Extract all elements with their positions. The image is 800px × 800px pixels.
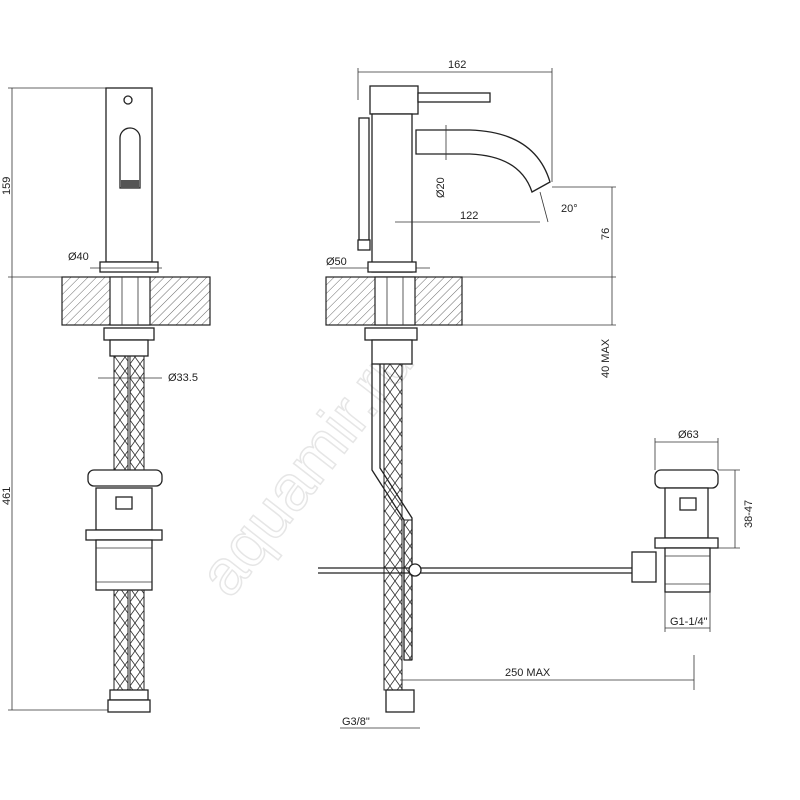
side-view [318,68,740,729]
dimension-76: 76 [600,228,612,240]
dimension-162: 162 [448,59,466,71]
dimension-diameter-50: Ø50 [326,256,347,268]
dimension-461: 461 [1,487,13,505]
dimension-diameter-20: Ø20 [435,177,447,198]
dimension-159: 159 [1,177,13,195]
lever [417,92,491,103]
dimension-250-max: 250 MAX [505,667,551,679]
drain-cap-side [654,469,719,489]
dimension-g1-1-4: G1-1/4" [670,616,708,628]
dimension-diameter-63: Ø63 [678,429,699,441]
drain-cap [87,469,163,487]
front-view [8,87,211,713]
spout [415,129,551,193]
drain-linkage [631,551,657,583]
rod-pivot [408,563,422,577]
faucet-body [105,87,153,263]
handle-cap [369,85,419,115]
faucet-body-side [371,113,413,273]
aerator-slot [119,127,141,189]
dimension-angle-20: 20° [561,203,578,215]
dimension-40-max: 40 MAX [600,338,612,378]
dimension-g3-8: G3/8" [342,716,370,728]
dimension-38-47: 38-47 [743,500,755,528]
dimension-diameter-33-5: Ø33.5 [168,372,198,384]
dimension-122: 122 [460,210,478,222]
dimension-diameter-40: Ø40 [68,251,89,263]
